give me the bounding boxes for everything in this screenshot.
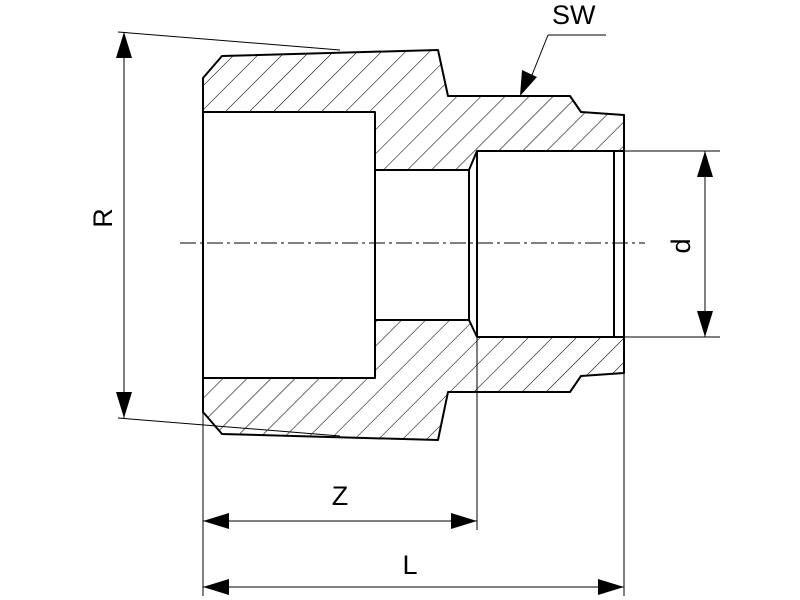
upper-wall-section bbox=[202, 49, 625, 171]
lower-wall-section bbox=[202, 319, 625, 441]
label-d: d bbox=[666, 238, 696, 253]
dimension-sw bbox=[520, 34, 606, 96]
dimension-r bbox=[116, 31, 341, 437]
label-sw: SW bbox=[552, 0, 596, 30]
bore-outlines bbox=[202, 112, 625, 378]
dimension-d bbox=[614, 150, 720, 338]
label-l: L bbox=[402, 550, 417, 580]
label-r: R bbox=[88, 208, 118, 228]
dimension-l bbox=[203, 373, 625, 596]
dimension-z bbox=[202, 337, 478, 596]
label-z: Z bbox=[332, 481, 349, 511]
